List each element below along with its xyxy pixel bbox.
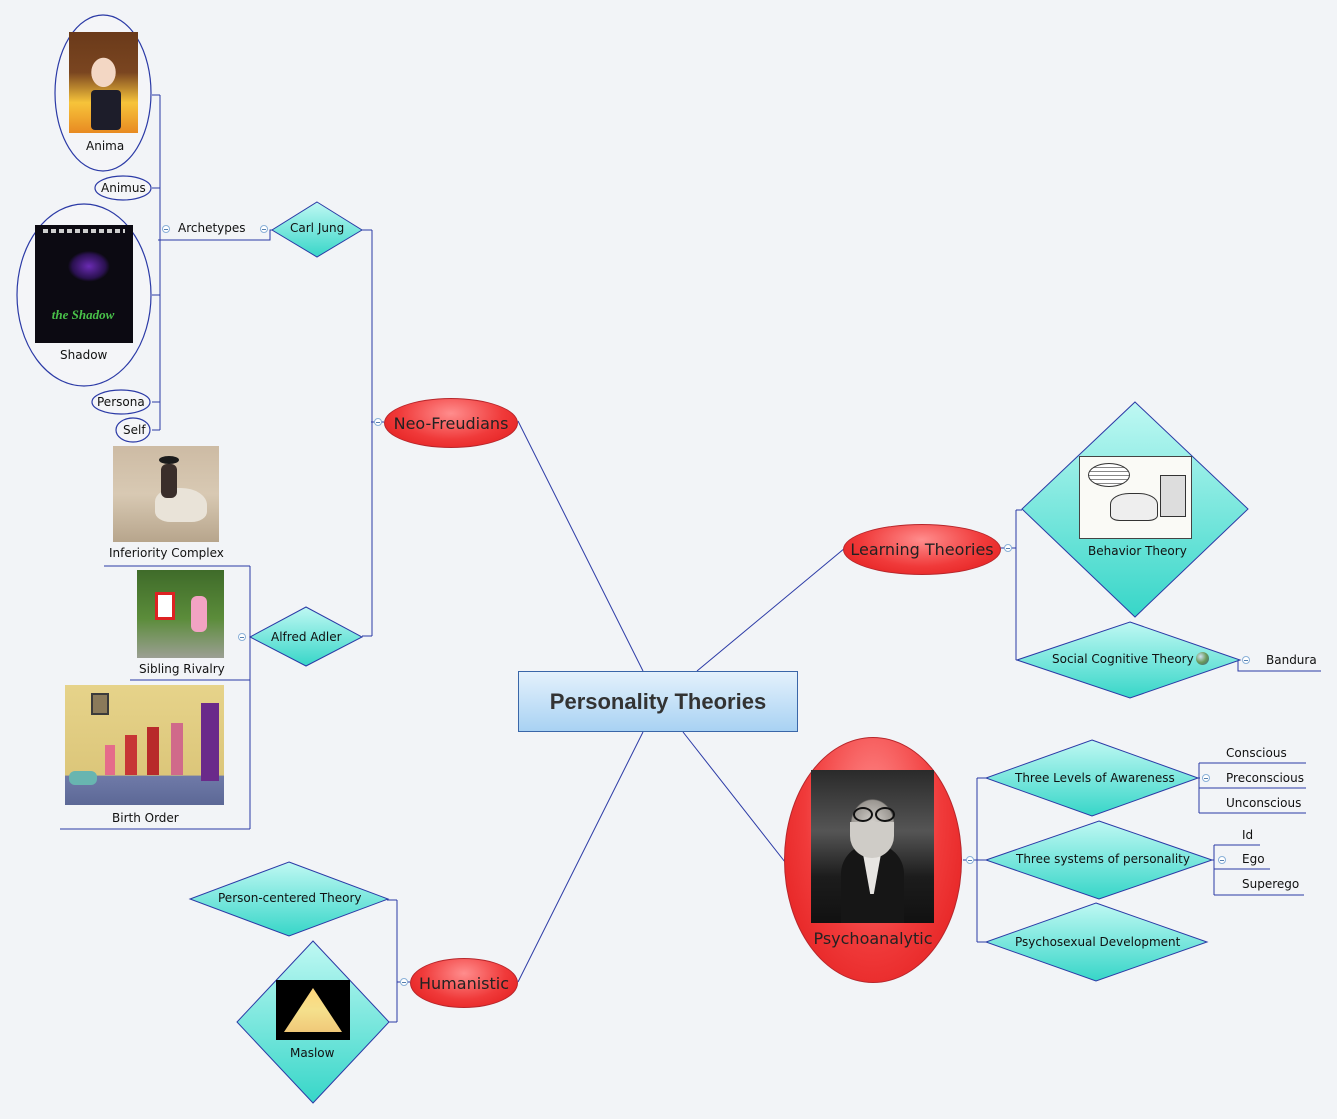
shadow-label: Shadow (60, 348, 108, 362)
shadow-poster-title: the Shadow (51, 307, 115, 322)
three-systems-label: Three systems of personality (1016, 852, 1190, 866)
napoleon-hat-shape (159, 456, 179, 464)
comic-man-shape (1160, 475, 1186, 517)
freud-beard-shape (850, 822, 894, 858)
connector-root-neofreudians (517, 420, 644, 672)
maslow-label: Maslow (290, 1046, 335, 1060)
self-oval[interactable] (115, 417, 151, 443)
persona-label: Persona (97, 395, 145, 409)
humanistic-label: Humanistic (419, 973, 509, 993)
bandura-label: Bandura (1266, 653, 1317, 667)
child-1-shape (105, 745, 115, 775)
connector-learning-bracket (1000, 509, 1022, 661)
socialcog-collapse-toggle-icon[interactable] (1242, 656, 1250, 664)
sibling-rivalry-image (137, 570, 224, 658)
archetypes-collapse-toggle-icon[interactable] (162, 225, 170, 233)
birth-order-image (65, 685, 224, 805)
person-centered-label: Person-centered Theory (218, 891, 362, 905)
connector-root-humanistic (517, 731, 644, 983)
three-levels-diamond[interactable] (984, 739, 1200, 817)
neofreudians-collapse-toggle-icon[interactable] (374, 418, 382, 426)
connector-jung-archetypes (158, 229, 272, 241)
anima-guitar-shape (91, 90, 121, 130)
shadow-poster-image: the Shadow (35, 225, 133, 343)
connector-socialcog-bandura (1237, 660, 1321, 672)
maslow-pyramid-image (276, 980, 350, 1040)
freud-glasses-left-shape (853, 807, 873, 822)
archetypes-label[interactable]: Archetypes (178, 221, 246, 235)
connector-adler-bracket (249, 566, 251, 829)
humanistic-collapse-toggle-icon[interactable] (400, 978, 408, 986)
superego-label: Superego (1242, 877, 1300, 891)
ego-label: Ego (1242, 852, 1265, 866)
connector-neofreudians-bracket (362, 229, 384, 637)
anima-label: Anima (86, 139, 125, 153)
behavior-theory-label: Behavior Theory (1088, 544, 1187, 558)
systems-collapse-toggle-icon[interactable] (1218, 856, 1226, 864)
social-cognitive-label: Social Cognitive Theory (1052, 652, 1194, 666)
awareness-collapse-toggle-icon[interactable] (1202, 774, 1210, 782)
psychosexual-diamond[interactable] (984, 902, 1209, 982)
adler-collapse-toggle-icon[interactable] (238, 633, 246, 641)
animus-label: Animus (101, 181, 146, 195)
child-4-shape (171, 723, 183, 775)
birth-order-curtain-shape (201, 703, 219, 781)
connector-archetypes-bracket (152, 94, 161, 431)
unconscious-label: Unconscious (1226, 796, 1302, 810)
toy-car-shape (69, 771, 97, 785)
central-topic-label: Personality Theories (549, 688, 767, 714)
three-systems-diamond[interactable] (984, 820, 1214, 900)
learning-theories-topic[interactable]: Learning Theories (843, 524, 1001, 575)
child-3-shape (147, 727, 159, 775)
anima-image (69, 32, 138, 133)
central-topic[interactable]: Personality Theories (518, 671, 798, 732)
carl-jung-diamond[interactable] (271, 201, 363, 258)
neo-freudians-topic[interactable]: Neo-Freudians (384, 398, 518, 448)
connector-root-psychoanalytic (682, 731, 786, 863)
learning-collapse-toggle-icon[interactable] (1004, 544, 1012, 552)
alfred-adler-diamond[interactable] (248, 606, 364, 667)
shadow-poster-credits-shape (43, 229, 125, 233)
connector-humanistic-bracket (387, 899, 410, 1023)
sibling-rivalry-label: Sibling Rivalry (139, 662, 225, 676)
humanistic-topic[interactable]: Humanistic (410, 958, 518, 1008)
psychoanalytic-collapse-toggle-icon[interactable] (966, 856, 974, 864)
conscious-label: Conscious (1226, 746, 1287, 760)
birth-order-label: Birth Order (112, 811, 179, 825)
preconscious-label: Preconscious (1226, 771, 1305, 785)
sibling-girl-shape (191, 596, 207, 632)
person-centered-diamond[interactable] (188, 861, 390, 937)
globe-icon[interactable] (1196, 652, 1209, 665)
behavior-theory-comic-image (1079, 456, 1192, 539)
napoleon-rider-shape (161, 464, 177, 498)
alfred-adler-label: Alfred Adler (271, 630, 342, 644)
inferiority-complex-label: Inferiority Complex (109, 546, 224, 560)
inferiority-napoleon-image (113, 446, 219, 542)
psychosexual-label: Psychosexual Development (1015, 935, 1181, 949)
social-cognitive-diamond[interactable] (1015, 621, 1242, 699)
comic-dog-shape (1110, 493, 1158, 521)
comic-speech-bubble-shape (1088, 463, 1130, 487)
birth-order-frame-shape (91, 693, 109, 715)
id-label: Id (1242, 828, 1254, 842)
freud-portrait-image (811, 770, 934, 923)
psychoanalytic-label: Psychoanalytic (813, 929, 933, 948)
learning-theories-label: Learning Theories (850, 540, 994, 559)
three-levels-label: Three Levels of Awareness (1015, 771, 1175, 785)
animus-oval[interactable] (94, 175, 152, 201)
connector-root-learning (696, 547, 846, 672)
neo-freudians-label: Neo-Freudians (393, 413, 509, 433)
sibling-boy-shape (155, 592, 175, 620)
persona-oval[interactable] (91, 389, 151, 415)
self-label: Self (123, 423, 146, 437)
jung-collapse-toggle-icon[interactable] (260, 225, 268, 233)
maslow-pyramid-shape (284, 988, 342, 1032)
child-2-shape (125, 735, 137, 775)
freud-glasses-right-shape (875, 807, 895, 822)
carl-jung-label: Carl Jung (290, 221, 345, 235)
